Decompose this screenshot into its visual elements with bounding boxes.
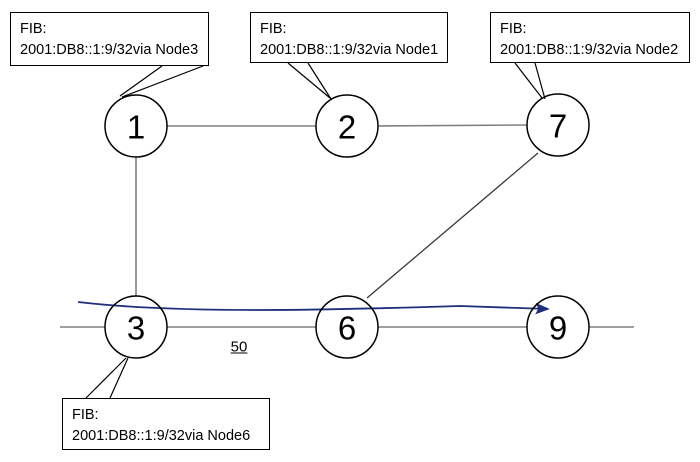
forwarding-path-arrow [77, 301, 550, 315]
node-1-circle[interactable] [104, 94, 168, 158]
node-9-circle[interactable] [526, 295, 590, 359]
node-9-label: 9 [548, 309, 568, 347]
leader-fib-node6-b [109, 357, 129, 399]
fib-box-node6: FIB: 2001:DB8::1:9/32via Node6 [62, 398, 270, 450]
leader-fib-node1-b [307, 62, 332, 100]
fib-box-node3: FIB: 2001:DB8::1:9/32via Node3 [10, 12, 209, 66]
fib-box-node1-route: 2001:DB8::1:9/32via Node1 [260, 41, 439, 58]
fib-box-node3-route: 2001:DB8::1:9/32via Node3 [20, 41, 199, 58]
node-3-circle[interactable] [104, 295, 168, 359]
fib-box-node1: FIB: 2001:DB8::1:9/32via Node1 [250, 12, 448, 63]
leader-fib-node3-b [121, 65, 204, 98]
fib-box-node2-route: 2001:DB8::1:9/32via Node2 [500, 41, 679, 58]
fib-box-node1-title: FIB: [260, 21, 287, 37]
node-6-circle[interactable] [315, 295, 379, 359]
link-metric-3-6: 50 [230, 338, 248, 356]
node-6-label: 6 [337, 309, 357, 347]
leader-fib-node3-a [119, 65, 163, 97]
node-2-circle[interactable] [315, 94, 379, 158]
fib-box-node6-route: 2001:DB8::1:9/32via Node6 [72, 427, 251, 444]
node-7-circle[interactable] [526, 93, 590, 157]
link-2-7 [377, 124, 528, 127]
leader-fib-node6-a [85, 357, 127, 399]
node-3-label: 3 [126, 309, 146, 347]
link-7-6 [366, 152, 539, 299]
fib-box-node3-title: FIB: [20, 21, 47, 37]
leader-fib-node2-a [514, 62, 543, 99]
leader-fib-node1-a [287, 62, 331, 99]
node-7-label: 7 [548, 107, 568, 145]
fib-box-node2: FIB: 2001:DB8::1:9/32via Node2 [490, 12, 690, 63]
node-1-label: 1 [126, 108, 146, 146]
fib-box-node2-title: FIB: [500, 21, 527, 37]
fib-box-node6-title: FIB: [72, 407, 99, 423]
leader-fib-node2-b [534, 62, 546, 100]
node-2-label: 2 [337, 108, 357, 146]
